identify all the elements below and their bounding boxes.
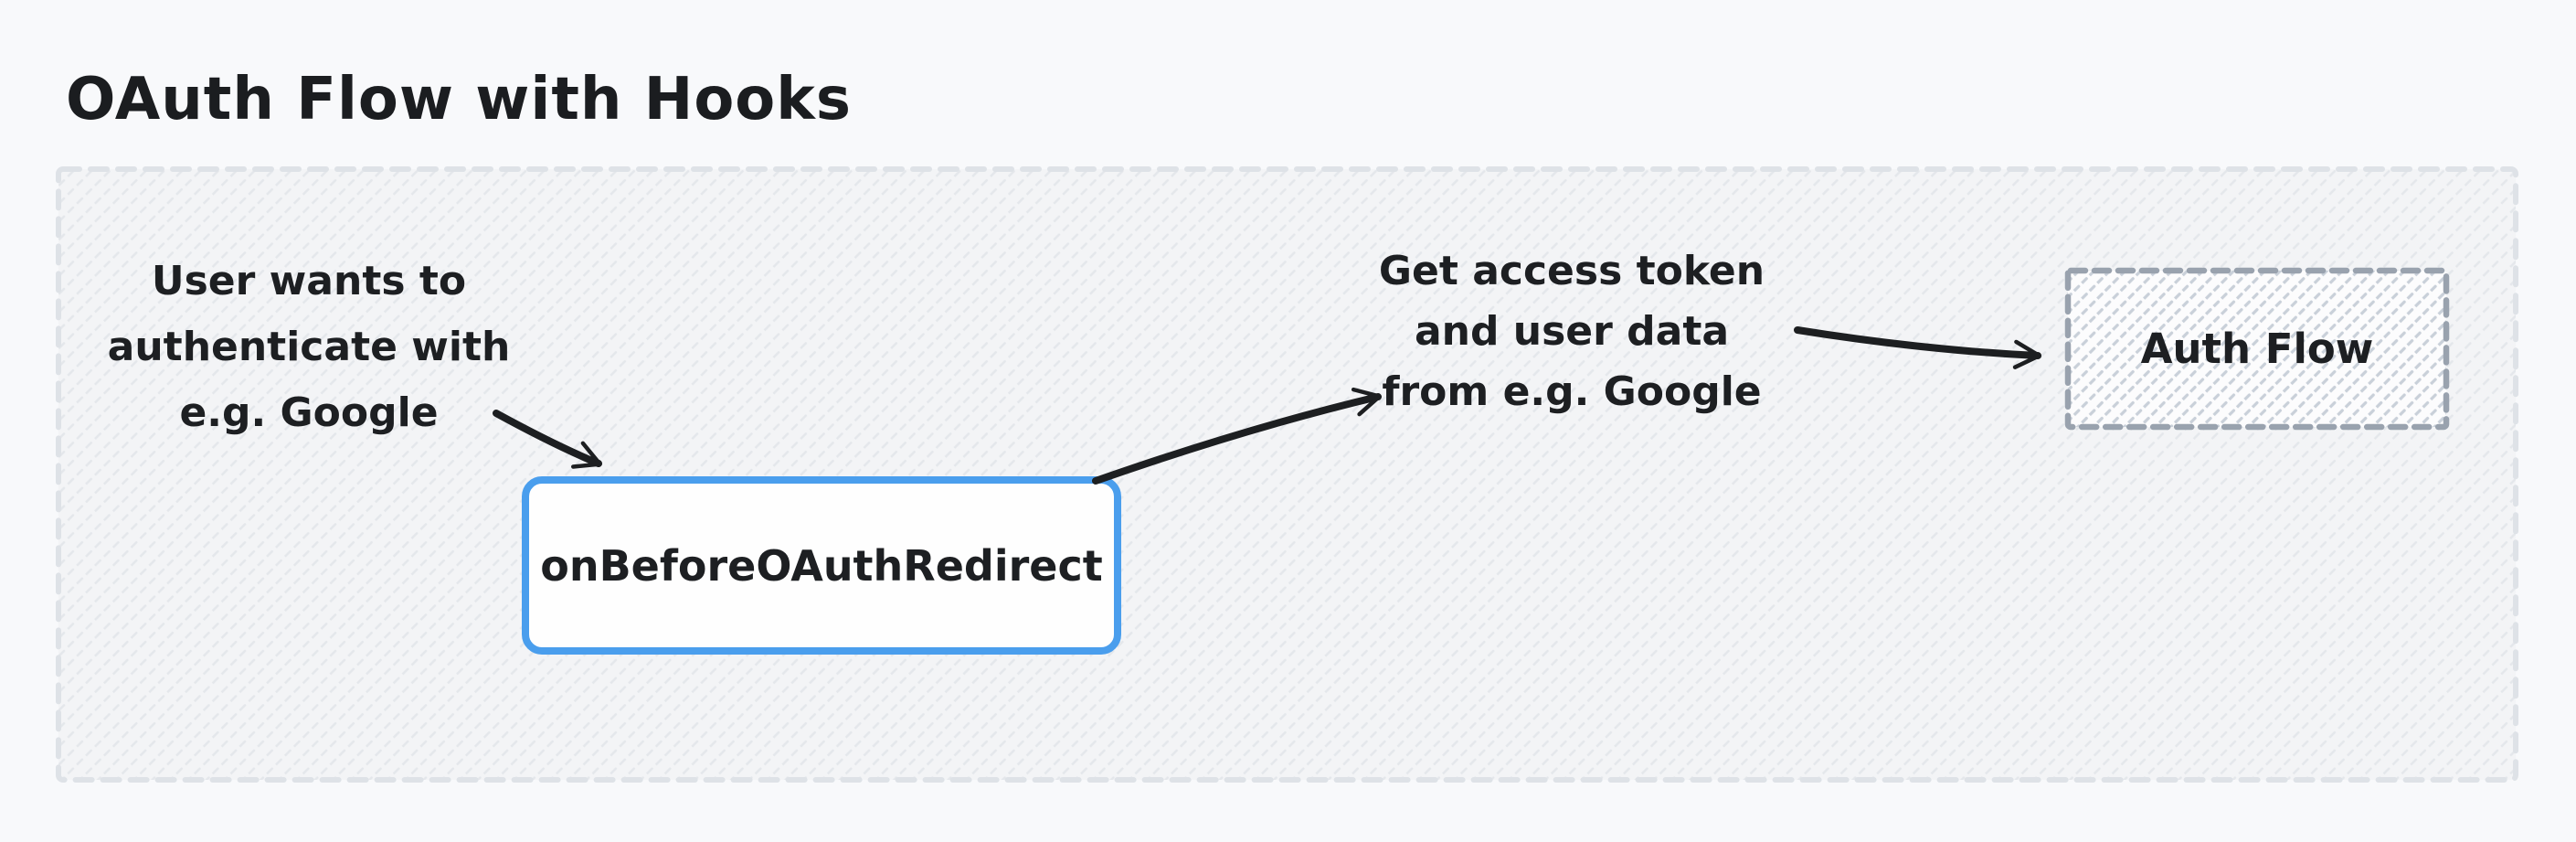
arrow-hook-to-token <box>1092 387 1382 485</box>
annotation-get-token: Get access token and user data from e.g.… <box>1378 248 1765 415</box>
annotation-user-intent: User wants to authenticate with e.g. Goo… <box>107 258 511 436</box>
auth-flow-node-fill <box>2068 271 2446 427</box>
hook-node-label: onBeforeOAuthRedirect <box>540 540 1103 591</box>
hook-node-box <box>522 476 1121 655</box>
auth-flow-node-label: Auth Flow <box>2140 325 2374 373</box>
arrow-user-to-hook <box>493 410 602 469</box>
auth-flow-node-border <box>2064 267 2450 431</box>
arrow-token-to-authflow <box>1794 326 2041 369</box>
diagram-title: OAuth Flow with Hooks <box>66 66 852 133</box>
flow-frame-border <box>56 166 2518 783</box>
